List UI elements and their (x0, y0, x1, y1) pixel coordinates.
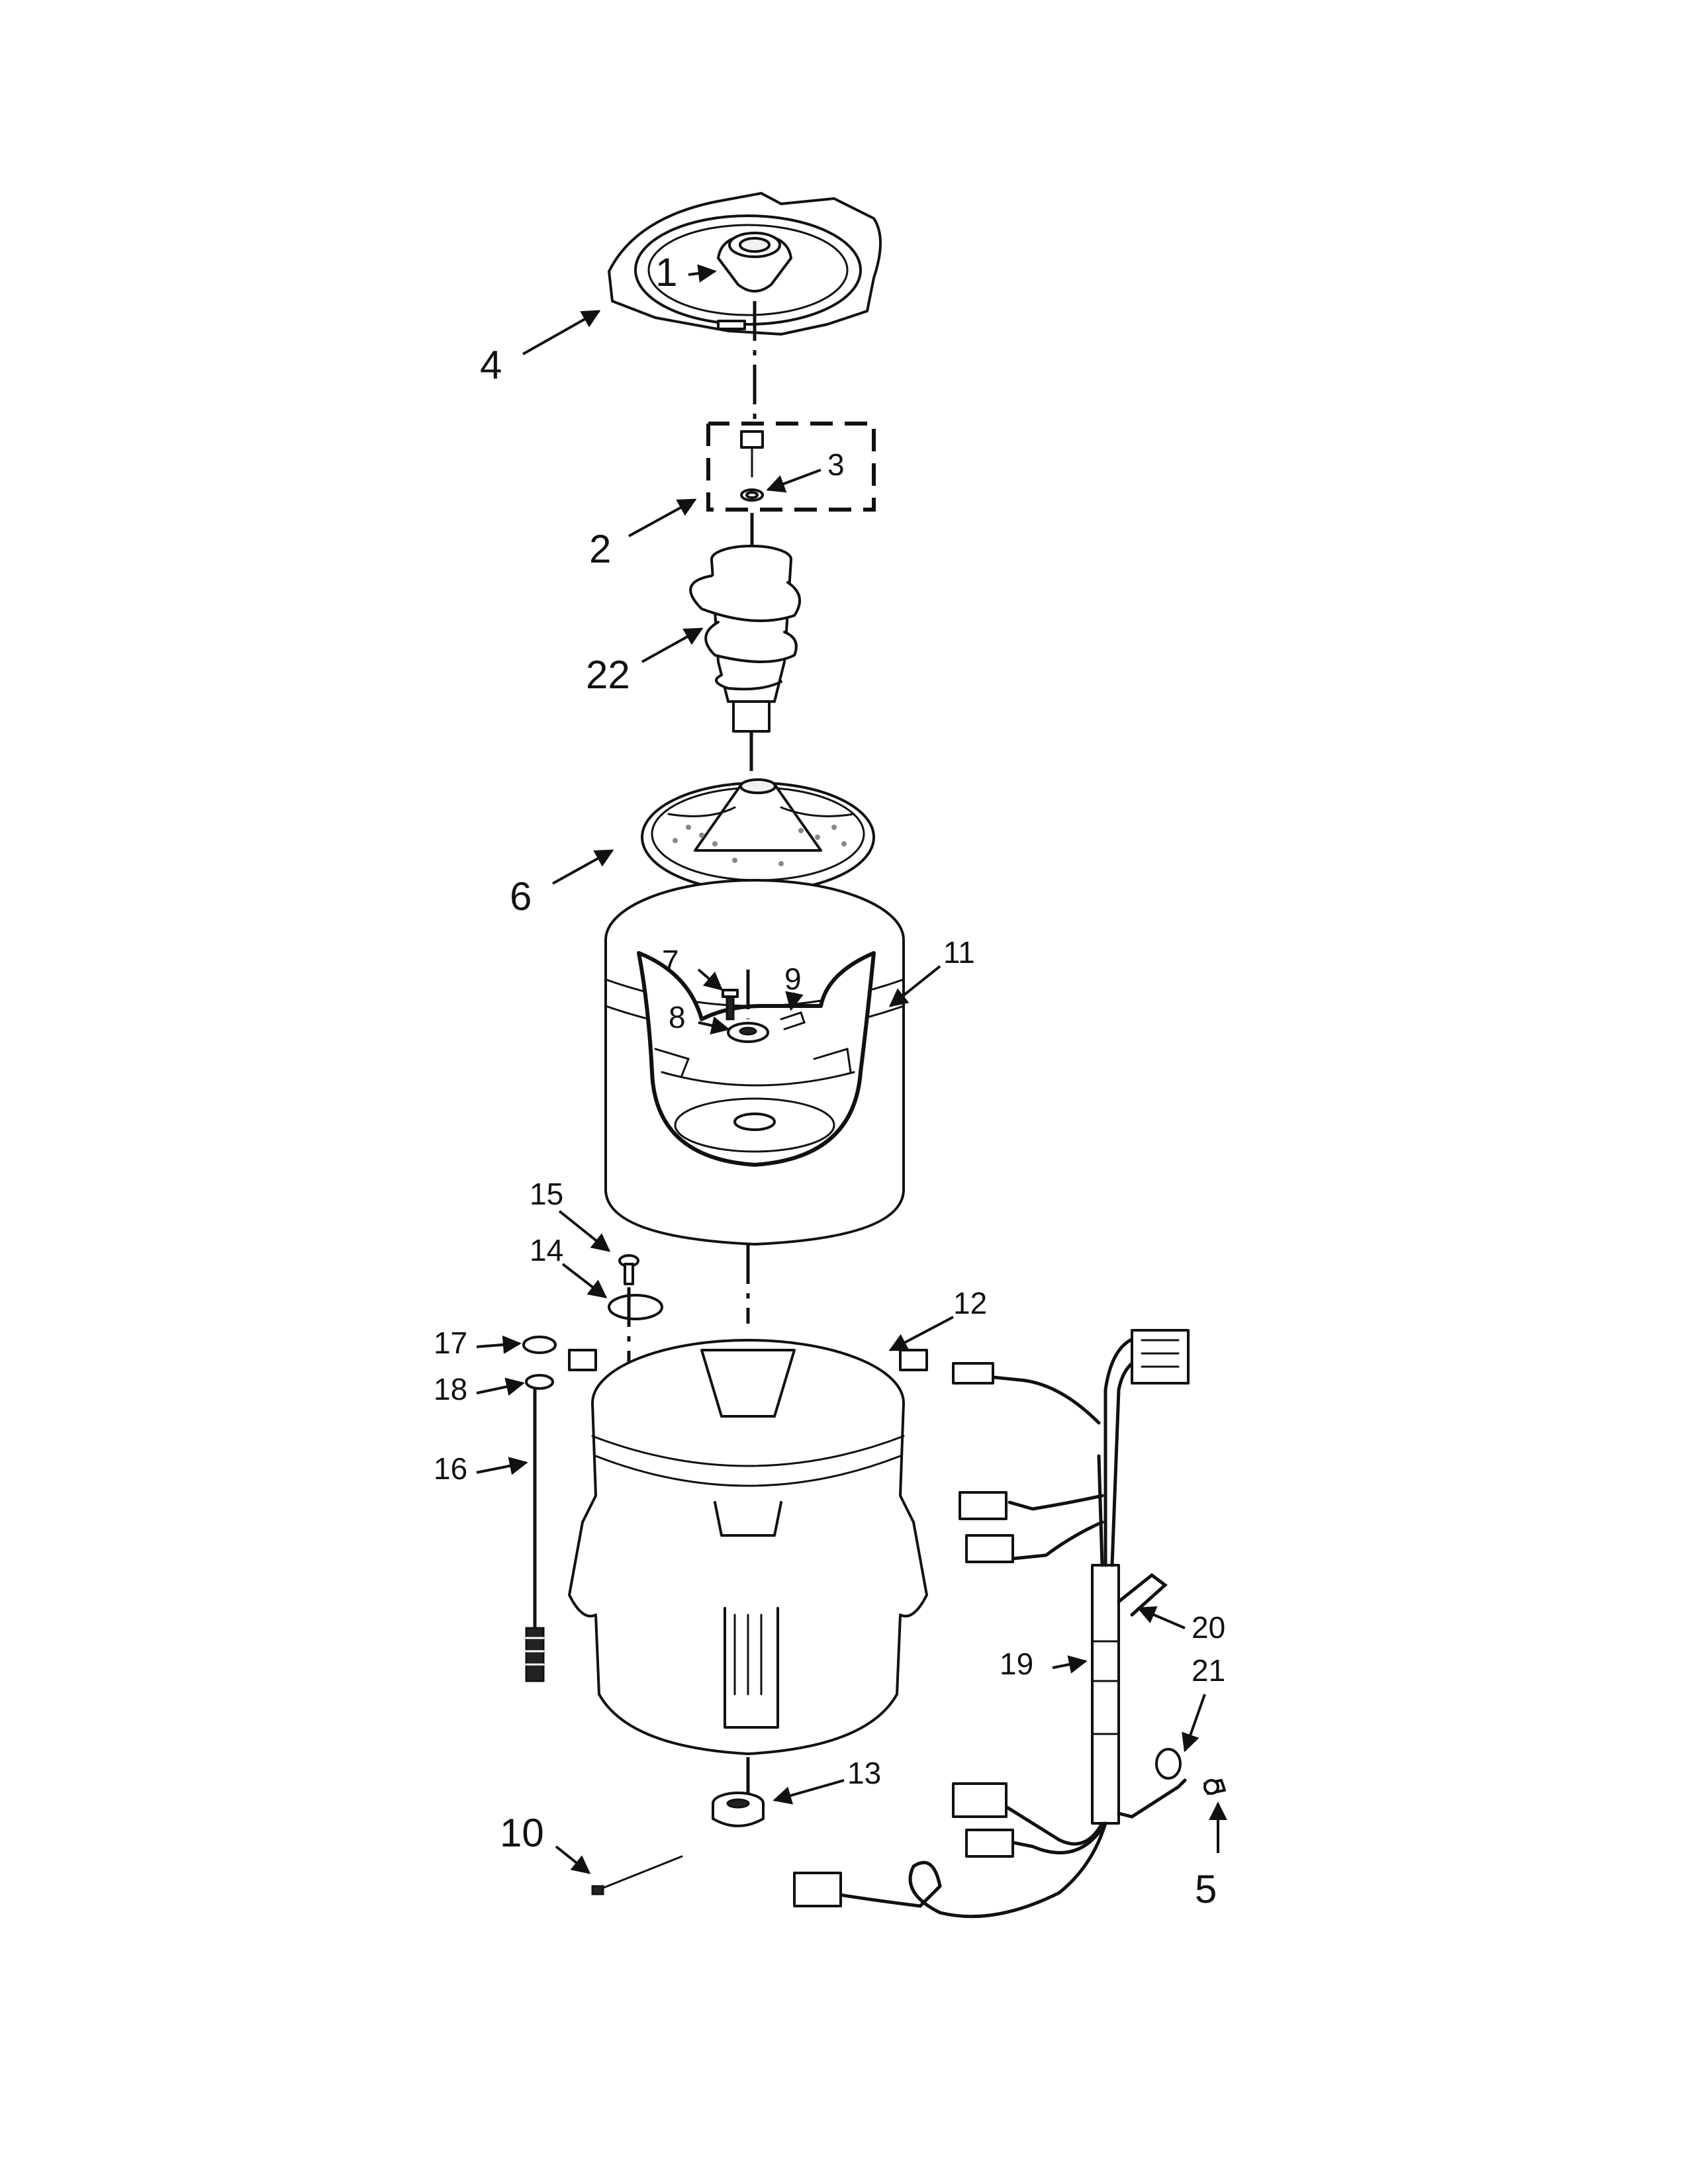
bolt-washer-kit (706, 422, 876, 512)
screw-part (722, 989, 739, 1021)
callout-9: 9 (784, 962, 802, 996)
callout-10: 10 (500, 1811, 544, 1855)
wire-harness-part (793, 1329, 1226, 1919)
hub-nut-part (727, 1022, 769, 1043)
cap-part (717, 232, 792, 293)
callout-19: 19 (1000, 1647, 1033, 1681)
callout-16: 16 (434, 1451, 467, 1486)
callout-13: 13 (847, 1756, 881, 1790)
callout-12: 12 (953, 1286, 987, 1320)
auger-part (689, 545, 801, 733)
clip-part (780, 1011, 806, 1030)
seal-part (712, 1792, 765, 1827)
callout-14: 14 (530, 1233, 563, 1267)
callout-21: 21 (1192, 1653, 1225, 1688)
outer-tub-part (568, 1339, 928, 1755)
callout-1: 1 (655, 250, 677, 295)
callout-8: 8 (669, 1000, 686, 1034)
pad-part (608, 1294, 663, 1320)
callout-22: 22 (586, 653, 630, 697)
callout-6: 6 (510, 874, 532, 919)
basket-part (604, 879, 905, 1246)
callout-5: 5 (1195, 1867, 1217, 1911)
callout-15: 15 (530, 1177, 563, 1211)
callout-3: 3 (827, 447, 845, 482)
callout-4: 4 (480, 343, 502, 387)
callout-17: 17 (434, 1326, 467, 1360)
callout-7: 7 (662, 944, 679, 978)
callout-11: 11 (943, 935, 975, 970)
suspension-rod-part (522, 1336, 557, 1682)
callout-2: 2 (589, 527, 611, 571)
impeller-part (641, 778, 875, 893)
cable-tie-part (591, 1855, 683, 1895)
callout-20: 20 (1192, 1610, 1225, 1645)
pin-part (618, 1254, 639, 1285)
callout-18: 18 (434, 1372, 467, 1406)
leader-lines (476, 264, 1227, 1874)
